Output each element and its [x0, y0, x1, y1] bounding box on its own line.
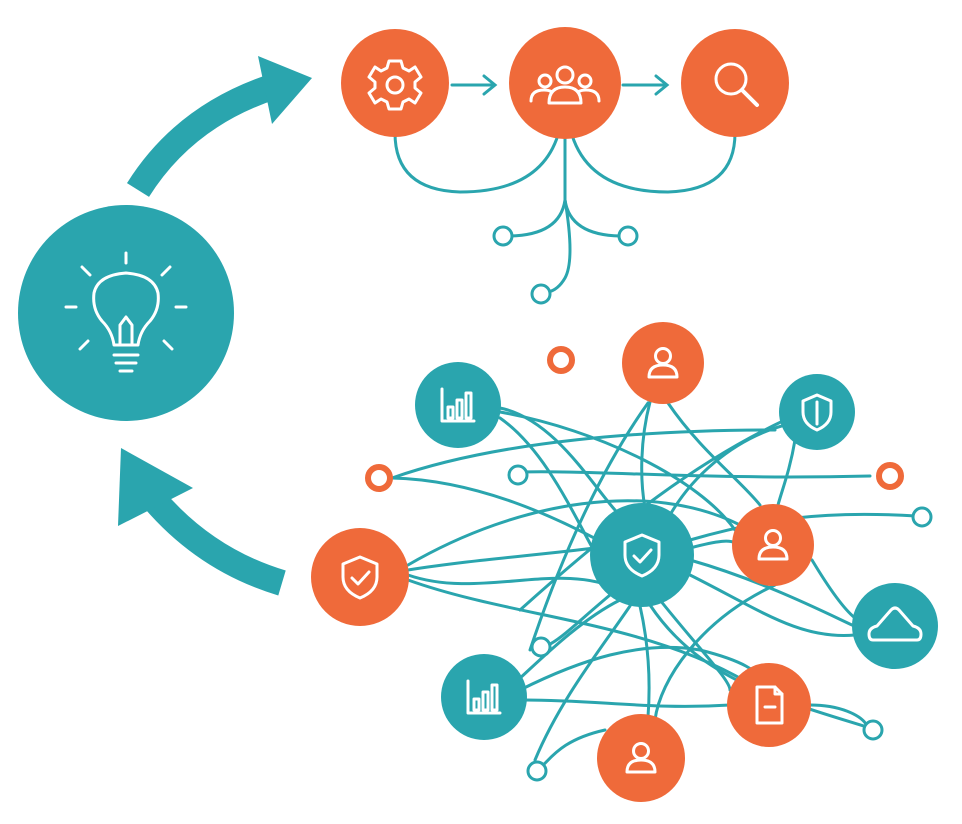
cloud-icon	[867, 606, 923, 642]
network-end-node	[862, 719, 884, 741]
network-hub	[590, 503, 694, 607]
gear-icon	[367, 59, 423, 111]
network-node-user-top	[622, 322, 704, 404]
arrow-to-flow	[126, 56, 312, 198]
network-end-node	[507, 464, 529, 486]
shield-icon	[801, 393, 833, 432]
network-node-document	[727, 663, 811, 747]
network-node-user-bottom	[597, 714, 685, 802]
flow-node-team	[509, 27, 621, 139]
network-end-node	[876, 462, 904, 490]
users-group-icon	[529, 65, 601, 105]
network-end-node	[547, 346, 575, 374]
flow-node-settings	[341, 29, 449, 137]
flow-node-search	[681, 29, 789, 137]
network-end-node	[526, 760, 548, 782]
network-node-chart-bottom	[441, 654, 527, 740]
network-end-node	[530, 636, 552, 658]
network-end-node	[911, 506, 933, 528]
magnifier-icon	[714, 62, 759, 107]
network-node-user-right	[732, 504, 814, 586]
network-node-cloud	[852, 583, 938, 669]
flow-end-node	[492, 225, 514, 247]
lightbulb-icon	[64, 251, 188, 373]
flow-end-node	[617, 225, 639, 247]
idea-node	[18, 205, 234, 421]
flow-end-node	[530, 283, 552, 305]
flow-connectors	[393, 74, 737, 305]
network-end-node	[365, 464, 393, 492]
arrow-to-idea	[118, 448, 286, 596]
document-icon	[755, 685, 784, 725]
network-node-chart-top	[415, 362, 501, 448]
network-node-shield-left	[311, 528, 409, 626]
network-node-shield-right	[779, 374, 855, 450]
